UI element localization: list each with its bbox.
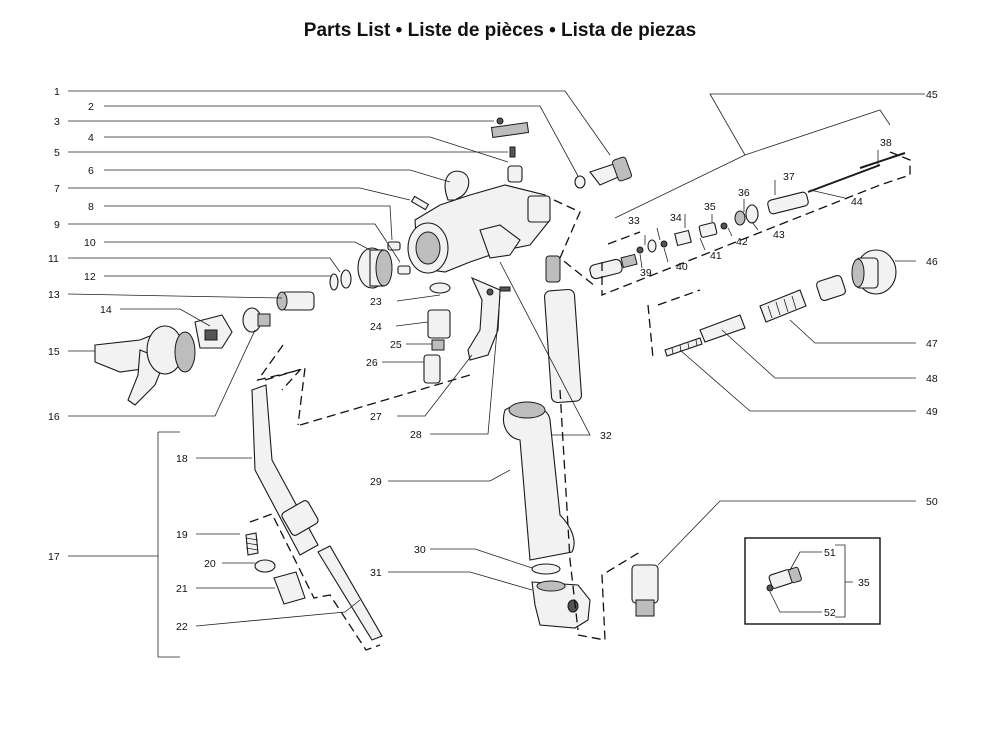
spring-19 (245, 532, 259, 556)
callout-10: 10 (84, 237, 96, 249)
page-title: Parts List • Liste de pièces • Lista de … (303, 20, 697, 41)
seal-25 (431, 339, 445, 351)
callout-43: 43 (773, 229, 785, 241)
screw-5 (509, 146, 516, 158)
extension-pole (317, 545, 383, 641)
callout-8: 8 (88, 201, 94, 213)
callout-36: 36 (738, 187, 750, 199)
callout-2: 2 (88, 101, 94, 113)
callout-1: 1 (54, 86, 60, 98)
callout-31: 31 (370, 567, 382, 579)
o-ring-23 (429, 282, 451, 294)
callout-19: 19 (176, 529, 188, 541)
callout-49: 49 (926, 406, 938, 418)
callout-45: 45 (926, 89, 938, 101)
callout-13: 13 (48, 289, 60, 301)
cap-screw-7 (410, 195, 430, 211)
extension-tube (251, 384, 319, 556)
callout-37: 37 (783, 171, 795, 183)
callout-labels: 1 2 3 4 5 6 7 8 9 10 11 12 13 14 15 16 1… (48, 86, 938, 633)
callout-25: 25 (390, 339, 402, 351)
callout-24: 24 (370, 321, 382, 333)
callout-44: 44 (851, 196, 863, 208)
plug-4 (507, 165, 523, 183)
o-ring-11 (329, 273, 339, 291)
tip-guard (94, 325, 196, 406)
callout-3: 3 (54, 116, 60, 128)
callout-52: 52 (824, 607, 836, 619)
callout-41: 41 (710, 250, 722, 262)
gun-head (407, 170, 551, 274)
cartridge-assembly (664, 249, 897, 357)
callout-22: 22 (176, 621, 188, 633)
callout-38: 38 (880, 137, 892, 149)
adapter-fitting (631, 564, 659, 617)
callout-18: 18 (176, 453, 188, 465)
callout-51: 51 (824, 547, 836, 559)
screw-3 (496, 117, 504, 125)
callout-7: 7 (54, 183, 60, 195)
pin-28 (499, 286, 511, 292)
handle-tube (543, 255, 583, 404)
alignment-lines (249, 151, 911, 651)
callout-35-inset: 35 (858, 577, 870, 589)
callout-20: 20 (204, 558, 216, 570)
stem-48 (699, 314, 746, 343)
inlet-fitting (589, 156, 632, 186)
callout-39: 39 (640, 267, 652, 279)
callout-21: 21 (176, 583, 188, 595)
callout-14: 14 (100, 304, 112, 316)
callout-46: 46 (926, 256, 938, 268)
callout-23: 23 (370, 296, 382, 308)
callout-50: 50 (926, 496, 938, 508)
callout-11: 11 (48, 253, 59, 265)
handle (502, 401, 575, 561)
callout-32: 32 (600, 430, 612, 442)
callout-15: 15 (48, 346, 60, 358)
o-ring-20 (254, 559, 276, 573)
callout-26: 26 (366, 357, 378, 369)
callout-34: 34 (670, 212, 682, 224)
retaining-nut (357, 247, 393, 289)
callout-28: 28 (410, 429, 422, 441)
callout-9: 9 (54, 219, 60, 231)
callout-48: 48 (926, 373, 938, 385)
callout-33: 33 (628, 215, 640, 227)
callout-12: 12 (84, 271, 96, 283)
spray-tip (194, 314, 233, 349)
o-ring-2 (574, 175, 586, 189)
callout-29: 29 (370, 476, 382, 488)
tip-seal (242, 307, 271, 333)
callout-4: 4 (88, 132, 94, 144)
pin-9 (397, 265, 411, 275)
callout-6: 6 (88, 165, 94, 177)
handle-base (531, 580, 591, 629)
callout-16: 16 (48, 411, 60, 423)
diffuser (276, 291, 315, 311)
fitting-21 (273, 571, 306, 605)
leader-lines (67, 90, 925, 658)
retainer (816, 274, 846, 302)
label-plate (490, 121, 530, 139)
spring-49 (664, 337, 703, 357)
spring-47 (759, 289, 807, 323)
callout-40: 40 (676, 261, 688, 273)
o-ring-30 (531, 563, 561, 575)
callout-30: 30 (414, 544, 426, 556)
callout-35: 35 (704, 201, 716, 213)
callout-47: 47 (926, 338, 938, 350)
callout-5: 5 (54, 147, 60, 159)
valve-assembly (589, 152, 906, 280)
fitting-26 (423, 354, 441, 384)
inset-valve (766, 566, 802, 592)
swivel-24 (427, 309, 451, 339)
callout-42: 42 (736, 236, 748, 248)
cap-46 (851, 249, 897, 295)
callout-27: 27 (370, 411, 382, 423)
callout-17: 17 (48, 551, 60, 563)
o-ring-12 (340, 269, 352, 289)
